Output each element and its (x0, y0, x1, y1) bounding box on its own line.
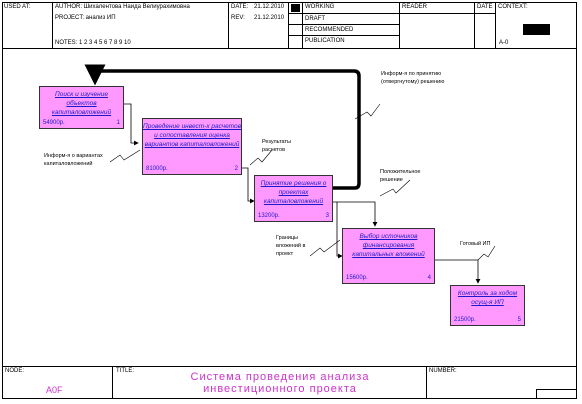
rev-value: 21.12.2010 (254, 15, 285, 21)
divider (228, 2, 229, 48)
box-title: Проведение инвест-х расчетов и сопоставл… (143, 123, 241, 148)
box-title: Поиск и изучение объектов капиталовложен… (51, 91, 112, 116)
used-at-label: USED AT: (4, 4, 31, 10)
label-feedback: Информ-я по принятию (отвергнутому) реше… (381, 71, 445, 85)
function-box-1[interactable]: Поиск и изучение объектов капиталовложен… (39, 86, 124, 129)
function-box-4[interactable]: Выбор источников финансирования капиталь… (342, 228, 435, 284)
divider (426, 366, 427, 399)
rev-label: REV: (231, 15, 245, 21)
box-number: 4 (427, 275, 431, 281)
divider (112, 366, 113, 399)
function-box-2[interactable]: Проведение инвест-х расчетов и сопоставл… (142, 118, 242, 175)
diagram-frame (2, 2, 577, 399)
box-title: Выбор источников финансирования капиталь… (352, 233, 425, 258)
node-label: NODE: (5, 368, 25, 374)
reader-label: READER (402, 4, 428, 10)
label-limits: Границы вложений в проект (276, 235, 306, 257)
connector (109, 149, 141, 163)
divider (2, 48, 577, 49)
project-text: PROJECT: анализ ИП (55, 15, 116, 21)
arrow-decision (337, 201, 378, 227)
working-marker (291, 4, 300, 12)
diagram-title: Система проведения анализа инвестиционно… (190, 371, 370, 395)
arrow-3-4 (333, 201, 343, 259)
divider (288, 35, 399, 36)
divider (536, 389, 577, 390)
date-value: 21.12.2010 (254, 4, 285, 10)
box-cost: 21500р. (454, 317, 476, 323)
function-box-3[interactable]: Принятие решения о проектах капиталовлож… (254, 175, 333, 222)
label-ready-ip: Готовый ИП (460, 241, 491, 247)
context-marker (523, 24, 550, 35)
divider (2, 366, 577, 367)
number-label: NUMBER: (429, 368, 457, 374)
reader-date-label: DATE (477, 4, 493, 10)
notes-text: NOTES: 1 2 3 4 5 6 7 8 9 10 (55, 40, 131, 46)
connector (249, 149, 273, 166)
divider (288, 13, 495, 14)
author-text: AUTHOR: Шихалентова Наида Велиурахимовна (55, 4, 190, 10)
box-number: 3 (325, 213, 329, 219)
context-label: CONTEXT: (498, 4, 528, 10)
node-value: A0F (46, 385, 63, 395)
arrow-1-2 (124, 103, 139, 146)
divider (288, 24, 399, 25)
divider (495, 2, 496, 48)
label-info-variants: Информ-я о вариантах капиталовложений (44, 153, 103, 167)
box-cost: 15600р. (346, 275, 368, 281)
box-number: 2 (234, 166, 238, 172)
divider (536, 389, 537, 399)
title-label: TITLE: (116, 368, 135, 374)
connector (477, 245, 496, 261)
arrow-4-5 (435, 259, 481, 284)
connector (354, 103, 381, 120)
divider (399, 2, 400, 48)
status-working: WORKING (305, 4, 335, 10)
feedback-arrow (84, 64, 361, 190)
status-publication: PUBLICATION (305, 38, 345, 44)
box-title: Принятие решения о проектах капиталовлож… (260, 180, 327, 205)
label-decision: Положительное решение (380, 169, 421, 183)
function-box-5[interactable]: Контроль за ходом осущ-я ИП 21500р. 5 (450, 285, 525, 326)
context-node: A-0 (499, 40, 509, 46)
divider (52, 2, 53, 48)
status-recommended: RECOMMENDED (305, 27, 354, 33)
box-number: 1 (116, 120, 120, 126)
divider (288, 2, 289, 48)
connector (379, 179, 411, 197)
divider (474, 2, 475, 48)
arrow-2-3 (242, 167, 255, 204)
connector (309, 239, 341, 257)
box-cost: 13200р. (258, 213, 280, 219)
date-label: DATE: (231, 4, 249, 10)
label-calc-results: Результаты расчетов (262, 139, 291, 153)
box-cost: 81000р. (146, 166, 168, 172)
box-number: 5 (517, 317, 521, 323)
header: USED AT: AUTHOR: Шихалентова Наида Велиу… (2, 2, 577, 49)
box-title: Контроль за ходом осущ-я ИП (457, 290, 518, 306)
status-draft: DRAFT (305, 16, 325, 22)
box-cost: 54900р. (43, 120, 65, 126)
divider (302, 2, 303, 48)
